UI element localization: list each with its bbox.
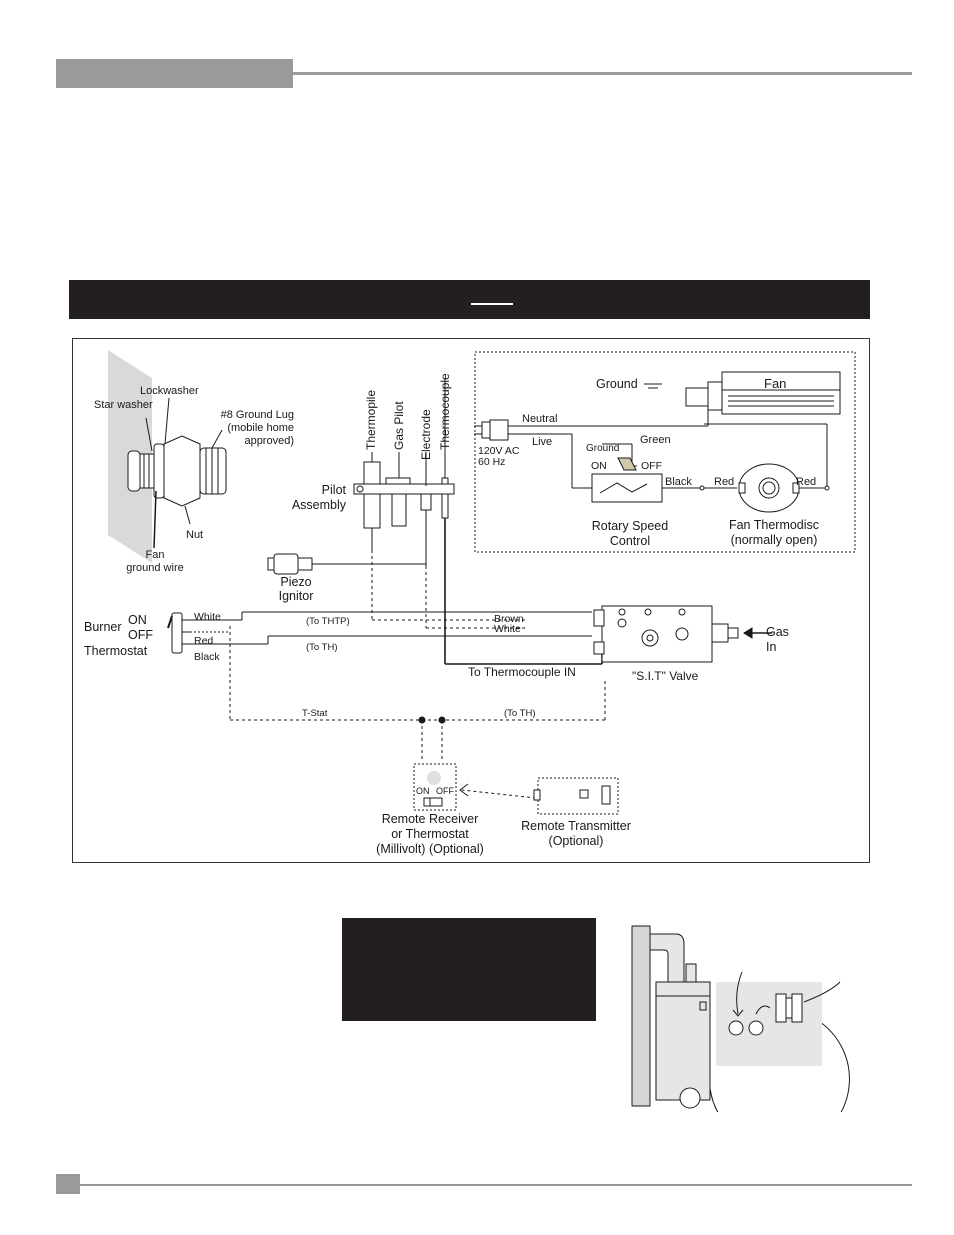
label-live: Live: [532, 436, 552, 448]
label-ground-lug-3: approved): [244, 435, 294, 447]
label-to-thermocouple: To Thermocouple IN: [468, 665, 576, 679]
label-receiver-3: (Millivolt) (Optional): [376, 842, 484, 856]
label-burner-off: OFF: [128, 628, 153, 642]
label-on: ON: [591, 460, 607, 472]
label-rotary: Rotary Speed: [592, 519, 668, 533]
wiring-diagram-frame: [72, 338, 870, 863]
label-burner: Burner: [84, 620, 122, 634]
label-burner-on: ON: [128, 613, 147, 627]
remote-receiver: [413, 763, 457, 811]
label-pilot-assembly-2: Assembly: [292, 498, 347, 512]
header-tab: [56, 59, 293, 88]
label-valve: "S.I.T" Valve: [632, 669, 699, 683]
pilot-assembly: [353, 378, 455, 566]
figure-title-underline: [471, 303, 513, 305]
notice-box: [342, 918, 596, 1021]
power-plug: [474, 419, 509, 441]
footer-rule: [80, 1184, 912, 1186]
label-tstat: T-Stat: [302, 708, 328, 719]
label-transmitter-2: (Optional): [549, 834, 604, 848]
label-black: Black: [194, 651, 220, 663]
fan-thermodisc: [738, 463, 800, 513]
label-piezo: Piezo: [280, 575, 311, 589]
label-ground: Ground: [596, 377, 638, 391]
label-brown: Brown: [494, 613, 524, 625]
piezo-ignitor: [267, 553, 426, 575]
label-receiver: Remote Receiver: [382, 812, 479, 826]
label-neutral: Neutral: [522, 413, 557, 425]
label-120v: 120V AC: [478, 445, 520, 457]
label-piezo-2: Ignitor: [279, 589, 314, 603]
label-white: White: [194, 611, 221, 623]
label-white-2: White: [494, 623, 521, 635]
label-star-washer: Star washer: [94, 399, 153, 411]
label-red-2: Red: [796, 476, 816, 488]
ground-lug-assembly: [127, 397, 227, 549]
label-gas: Gas: [766, 625, 789, 639]
label-fan-wire-2: ground wire: [126, 562, 183, 574]
label-red-1: Red: [714, 476, 734, 488]
label-gas-pilot: Gas Pilot: [392, 401, 406, 450]
label-ground-lug-2: (mobile home: [227, 422, 294, 434]
label-black: Black: [665, 476, 692, 488]
burner-thermostat-switch: [167, 612, 190, 654]
label-nut: Nut: [186, 529, 203, 541]
label-electrode: Electrode: [419, 409, 433, 460]
label-thermodisc: Fan Thermodisc: [729, 518, 819, 532]
fan-circuit-box: [474, 351, 856, 553]
label-gas-in: In: [766, 640, 776, 654]
footer-page-tab: [56, 1174, 80, 1194]
label-rotary-2: Control: [610, 534, 650, 548]
label-remote-on: ON: [416, 786, 430, 796]
label-thermodisc-2: (normally open): [731, 533, 818, 547]
label-thermocouple: Thermocouple: [438, 373, 452, 450]
label-ground-lug: #8 Ground Lug: [221, 409, 294, 421]
label-thermostat: Thermostat: [84, 644, 148, 658]
label-remote-off: OFF: [436, 786, 454, 796]
label-to-thtp: (To THTP): [306, 616, 350, 627]
fan-unit: [685, 371, 841, 415]
label-off: OFF: [641, 460, 662, 472]
label-transmitter: Remote Transmitter: [521, 819, 631, 833]
label-receiver-2: or Thermostat: [391, 827, 469, 841]
label-60hz: 60 Hz: [478, 456, 505, 468]
label-fan: Fan: [764, 376, 786, 391]
header-rule: [293, 72, 912, 75]
figure-title-bar: [69, 280, 870, 319]
heater-inset-illustration: [631, 925, 850, 1112]
label-green: Green: [640, 434, 671, 446]
label-to-th: (To TH): [306, 642, 338, 653]
label-red: Red: [194, 635, 213, 647]
sit-valve: [593, 605, 739, 663]
label-fan-wire: Fan: [146, 549, 165, 561]
label-to-th-2: (To TH): [504, 708, 536, 719]
wiring-diagram: Star washer Lockwasher #8 Ground Lug (mo…: [84, 350, 856, 856]
label-ground-small: Ground: [586, 443, 619, 454]
rotary-speed-control: [591, 457, 663, 503]
label-pilot-assembly: Pilot: [322, 483, 347, 497]
label-lockwasher: Lockwasher: [140, 385, 199, 397]
label-thermopile: Thermopile: [364, 390, 378, 450]
